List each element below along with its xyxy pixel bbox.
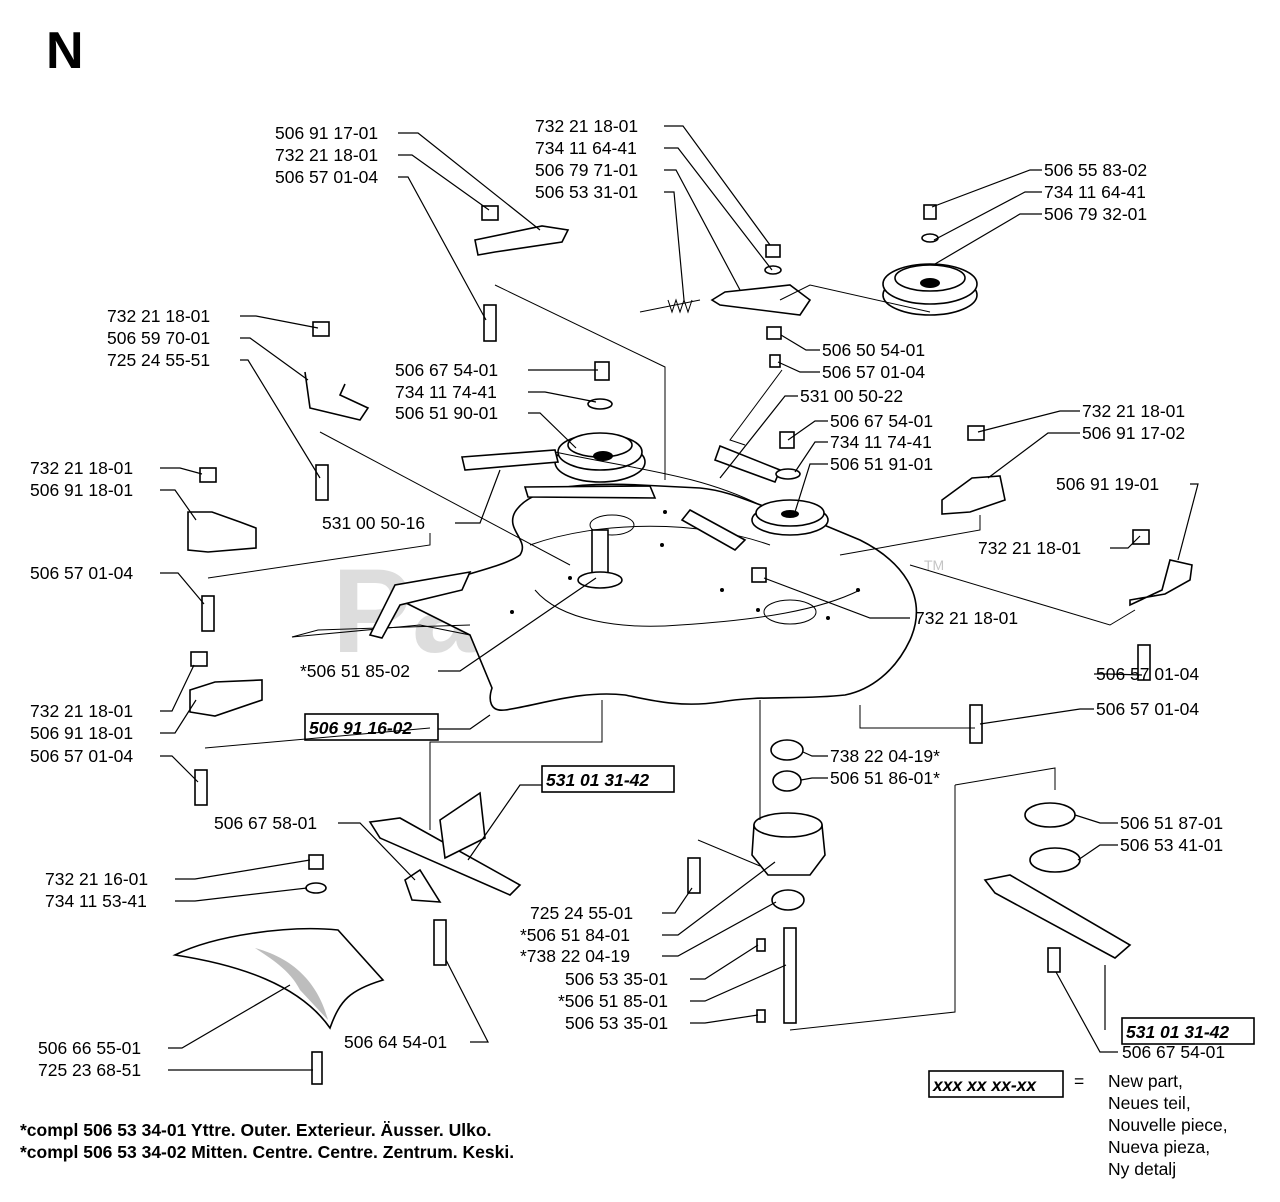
label-506-57-01-04: 506 57 01-04 — [1096, 699, 1199, 719]
label-732-21-18-01: 732 21 18-01 — [30, 458, 133, 478]
label-531-01-31-42-left: 531 01 31-42 — [546, 770, 649, 790]
right-pulley — [751, 499, 829, 536]
label-506-53-41-01: 506 53 41-01 — [1120, 835, 1223, 855]
blade-left — [368, 791, 522, 966]
legend-line-2: Neues teil, — [1108, 1093, 1191, 1113]
part-number-labels: 506 91 17-01 732 21 18-01 506 57 01-04 7… — [30, 116, 1225, 1080]
footnote-centre: *compl 506 53 34-02 Mitten. Centre. Cent… — [20, 1142, 514, 1162]
left-pulley — [554, 432, 646, 589]
legend-line-3: Nouvelle piece, — [1108, 1115, 1228, 1135]
boxed-labels: 506 91 16-02 531 01 31-42 531 01 31-42 — [304, 713, 1255, 1045]
label-531-00-50-16: 531 00 50-16 — [322, 513, 425, 533]
legend-key: xxx xx xx-xx — [932, 1075, 1037, 1095]
sheet-letter: N — [46, 22, 84, 80]
label-732-21-18-01: 732 21 18-01 — [915, 608, 1018, 628]
box-531-01-31-42-left — [541, 765, 675, 793]
legend-line-5: Ny detalj — [1108, 1159, 1176, 1179]
label-506-50-54-01: 506 50 54-01 — [822, 340, 925, 360]
bracket-left — [304, 321, 370, 501]
center-spindle — [687, 739, 826, 1024]
legend: xxx xx xx-xx = New part, Neues teil, Nou… — [928, 1070, 1228, 1179]
box-506-91-16-02 — [304, 713, 439, 741]
label-725-24-55-51: 725 24 55-51 — [107, 350, 210, 370]
label-734-11-74-41: 734 11 74-41 — [395, 382, 497, 402]
label-506-67-54-01: 506 67 54-01 — [830, 411, 933, 431]
leader-lines — [160, 125, 1199, 1071]
box-531-01-31-42-right — [1121, 1017, 1255, 1045]
label-506-59-70-01: 506 59 70-01 — [107, 328, 210, 348]
legend-key-box — [928, 1070, 1064, 1098]
top-right-pulley — [882, 204, 978, 316]
label-506-51-85-01: *506 51 85-01 — [558, 991, 668, 1011]
label-732-21-18-01: 732 21 18-01 — [535, 116, 638, 136]
label-531-00-50-22: 531 00 50-22 — [800, 386, 903, 406]
label-732-21-18-01: 732 21 18-01 — [275, 145, 378, 165]
label-732-21-18-01: 732 21 18-01 — [978, 538, 1081, 558]
label-506-66-55-01: 506 66 55-01 — [38, 1038, 141, 1058]
label-725-24-55-01: 725 24 55-01 — [530, 903, 633, 923]
label-506-79-32-01: 506 79 32-01 — [1044, 204, 1147, 224]
bracket-upper-left — [474, 205, 570, 342]
label-506-57-01-04: 506 57 01-04 — [30, 746, 133, 766]
tension-arm — [639, 244, 812, 368]
legend-line-1: New part, — [1108, 1071, 1183, 1091]
label-738-22-04-19: *738 22 04-19 — [520, 946, 630, 966]
label-506-67-54-01: 506 67 54-01 — [1122, 1042, 1225, 1062]
label-506-55-83-02: 506 55 83-02 — [1044, 160, 1147, 180]
label-506-79-71-01: 506 79 71-01 — [535, 160, 638, 180]
label-506-51-84-01: *506 51 84-01 — [520, 925, 630, 945]
label-732-21-16-01: 732 21 16-01 — [45, 869, 148, 889]
label-506-64-54-01: 506 64 54-01 — [344, 1032, 447, 1052]
label-725-23-68-51: 725 23 68-51 — [38, 1060, 141, 1080]
bracket-left-lower — [187, 467, 263, 806]
grass-deflector — [172, 854, 385, 1085]
footnote-outer: *compl 506 53 34-01 Yttre. Outer. Exteri… — [20, 1120, 491, 1140]
watermark-trademark: TM — [924, 557, 944, 573]
label-506-57-01-04: 506 57 01-04 — [275, 167, 378, 187]
label-506-67-54-01: 506 67 54-01 — [395, 360, 498, 380]
label-506-91-17-01: 506 91 17-01 — [275, 123, 378, 143]
label-506-51-87-01: 506 51 87-01 — [1120, 813, 1223, 833]
legend-line-4: Nueva pieza, — [1108, 1137, 1210, 1157]
label-732-21-18-01: 732 21 18-01 — [107, 306, 210, 326]
label-506-53-35-01: 506 53 35-01 — [565, 969, 668, 989]
label-506-57-01-04: 506 57 01-04 — [30, 563, 133, 583]
label-506-91-16-02: 506 91 16-02 — [309, 718, 412, 738]
label-506-91-17-02: 506 91 17-02 — [1082, 423, 1185, 443]
label-732-21-18-01: 732 21 18-01 — [30, 701, 133, 721]
label-734-11-74-41: 734 11 74-41 — [830, 432, 932, 452]
label-734-11-64-41: 734 11 64-41 — [535, 138, 637, 158]
label-506-53-31-01: 506 53 31-01 — [535, 182, 638, 202]
discharge-chute — [368, 570, 472, 639]
small-bolts — [587, 361, 983, 744]
blade-right — [983, 802, 1132, 973]
label-732-21-18-01: 732 21 18-01 — [1082, 401, 1185, 421]
label-506-67-58-01: 506 67 58-01 — [214, 813, 317, 833]
mower-deck-housing — [291, 483, 918, 711]
label-506-91-18-01: 506 91 18-01 — [30, 723, 133, 743]
legend-equals: = — [1074, 1071, 1084, 1091]
label-734-11-64-41: 734 11 64-41 — [1044, 182, 1146, 202]
label-506-91-18-01: 506 91 18-01 — [30, 480, 133, 500]
drive-belt — [461, 444, 782, 551]
label-738-22-04-19: 738 22 04-19* — [830, 746, 940, 766]
label-506-91-19-01: 506 91 19-01 — [1056, 474, 1159, 494]
label-506-53-35-01: 506 53 35-01 — [565, 1013, 668, 1033]
label-506-57-01-04: 506 57 01-04 — [1096, 664, 1199, 684]
label-531-01-31-42-right: 531 01 31-42 — [1126, 1022, 1229, 1042]
bracket-right — [941, 425, 1193, 681]
footnotes: *compl 506 53 34-01 Yttre. Outer. Exteri… — [20, 1120, 514, 1162]
label-506-51-91-01: 506 51 91-01 — [830, 454, 933, 474]
label-506-51-86-01: 506 51 86-01* — [830, 768, 940, 788]
label-506-51-85-02: *506 51 85-02 — [300, 661, 410, 681]
label-506-57-01-04: 506 57 01-04 — [822, 362, 925, 382]
label-506-51-90-01: 506 51 90-01 — [395, 403, 498, 423]
label-734-11-53-41: 734 11 53-41 — [45, 891, 147, 911]
